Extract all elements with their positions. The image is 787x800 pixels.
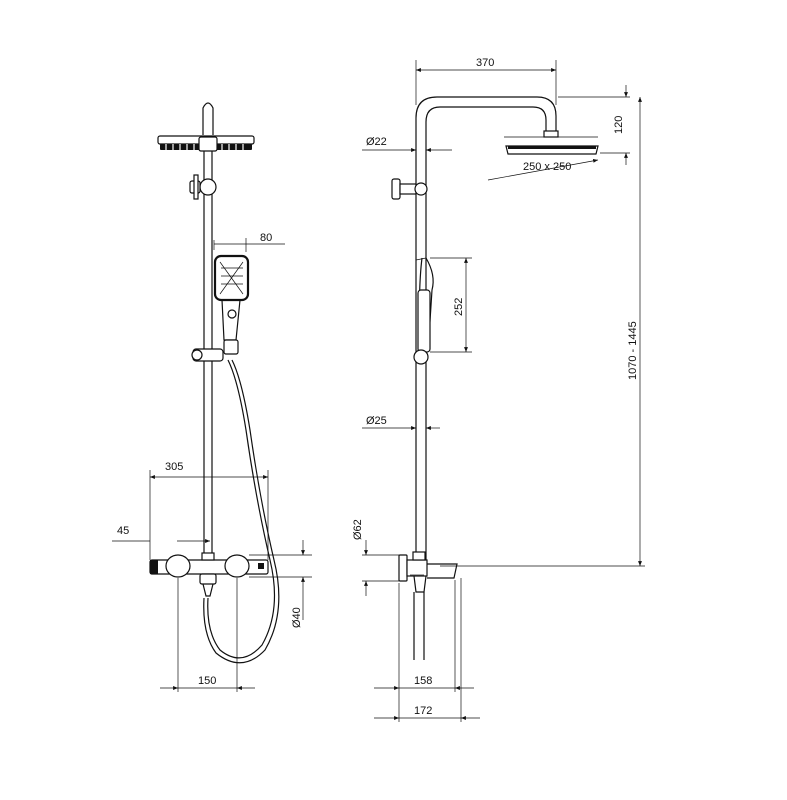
dim-body-diameter: Ø40 [249, 540, 312, 628]
dim-40-label: Ø40 [291, 607, 303, 628]
wall-bracket-upper [189, 174, 217, 200]
dim-172-label: 172 [414, 705, 432, 717]
wall-bracket-upper-side [391, 178, 428, 200]
dim-22-label: Ø22 [366, 136, 387, 148]
dim-head-size: 250 x 250 [487, 158, 599, 181]
dim-252-label: 252 [453, 298, 465, 316]
slider-side [413, 349, 429, 365]
dim-height-range: 1070 - 1445 [440, 97, 645, 567]
dim-158-label: 158 [414, 675, 432, 687]
dim-45-label: 45 [117, 525, 129, 537]
dim-handshower-length: 252 [430, 257, 472, 353]
dim-pipe-diameter-bottom: Ø25 [362, 415, 440, 430]
dim-arm-reach: 370 [415, 57, 557, 105]
dim-120-label: 120 [613, 116, 625, 134]
riser-and-arm [415, 96, 557, 560]
dim-370-label: 370 [476, 57, 494, 69]
dim-pipe-diameter-top: Ø22 [362, 136, 452, 152]
slider-holder [191, 348, 224, 362]
dim-1070-1445-label: 1070 - 1445 [627, 321, 639, 380]
dim-150-label: 150 [198, 675, 216, 687]
dim-overall-width: 305 [149, 461, 269, 560]
rain-shower-head [157, 135, 255, 152]
dim-inlet-offset: 45 [112, 525, 210, 543]
shower-hose [207, 359, 276, 659]
thermostatic-mixer-front [149, 552, 269, 597]
front-view: 80 305 [112, 102, 312, 692]
rain-shower-head-side [504, 130, 599, 155]
dim-projection-total: 172 [374, 578, 480, 722]
dim-inlet-spacing: 150 [160, 578, 255, 692]
dim-25-label: Ø25 [366, 415, 387, 427]
side-view: 370 120 250 x 250 Ø22 [352, 57, 645, 722]
dim-escutcheon-diameter: Ø62 [352, 519, 399, 596]
dim-250-label: 250 x 250 [523, 161, 571, 173]
dim-80-label: 80 [260, 232, 272, 244]
dim-head-drop: 120 [558, 85, 630, 165]
thermostatic-mixer-side [398, 551, 458, 660]
dim-projection-spout: 158 [374, 580, 474, 722]
hand-shower [213, 254, 250, 355]
hand-shower-side [415, 257, 434, 353]
dim-62-label: Ø62 [352, 519, 364, 540]
dim-305-label: 305 [165, 461, 183, 473]
hand-shower-nozzles [219, 261, 244, 295]
head-nozzles [165, 144, 244, 150]
riser-top [202, 102, 214, 135]
dim-handshower-width: 80 [213, 232, 285, 252]
